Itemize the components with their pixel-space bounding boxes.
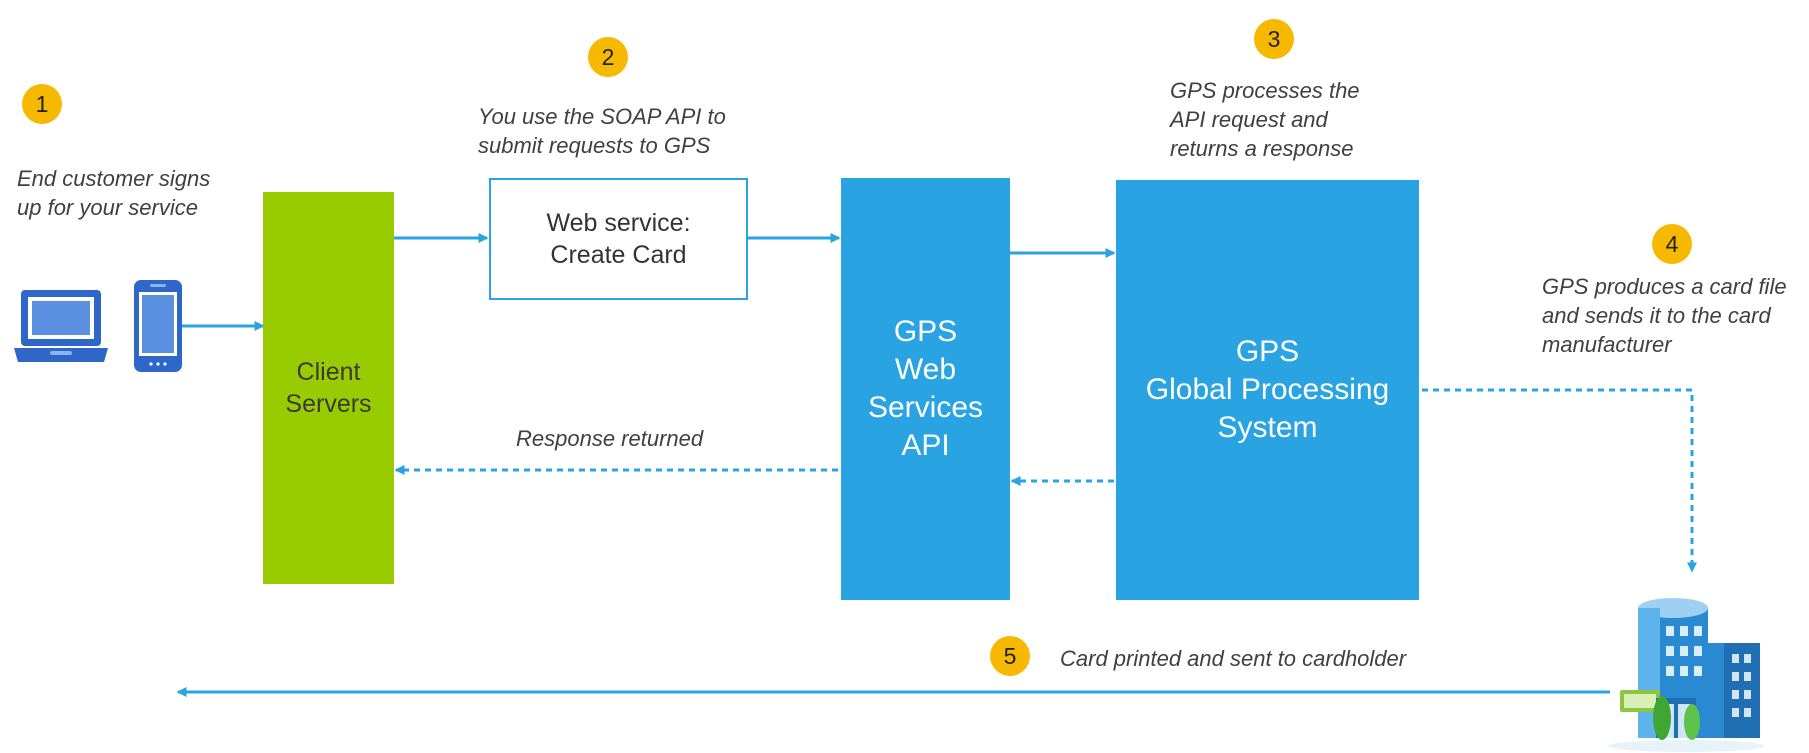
- step-badge-1: 1: [22, 84, 62, 124]
- step-badge-4: 4: [1652, 224, 1692, 264]
- step-2-description: You use the SOAP API to submit requests …: [478, 104, 726, 158]
- client-servers-box: Client Servers: [263, 192, 394, 584]
- step-badge-3: 3: [1254, 19, 1294, 59]
- web-service-create-card-box: Web service: Create Card: [489, 178, 748, 300]
- step-3-description: GPS processes the API request and return…: [1170, 78, 1360, 161]
- step-badge-5: 5: [990, 636, 1030, 676]
- step-badge-2: 2: [588, 37, 628, 77]
- step-4-description: GPS produces a card file and sends it to…: [1542, 274, 1787, 357]
- arrow-gps-system-to-manufacturer: [1422, 388, 1697, 573]
- step-1-description: End customer signs up for your service: [17, 166, 211, 220]
- phone-icon: [134, 280, 182, 372]
- card-manufacturer-building-icon: [1608, 598, 1764, 752]
- step-5-description: Card printed and sent to cardholder: [1060, 646, 1407, 671]
- response-returned-label: Response returned: [516, 426, 704, 451]
- gps-web-services-api-box: GPS Web Services API: [841, 178, 1010, 600]
- laptop-icon: [14, 290, 108, 362]
- gps-global-processing-system-box: GPS Global Processing System: [1116, 180, 1419, 600]
